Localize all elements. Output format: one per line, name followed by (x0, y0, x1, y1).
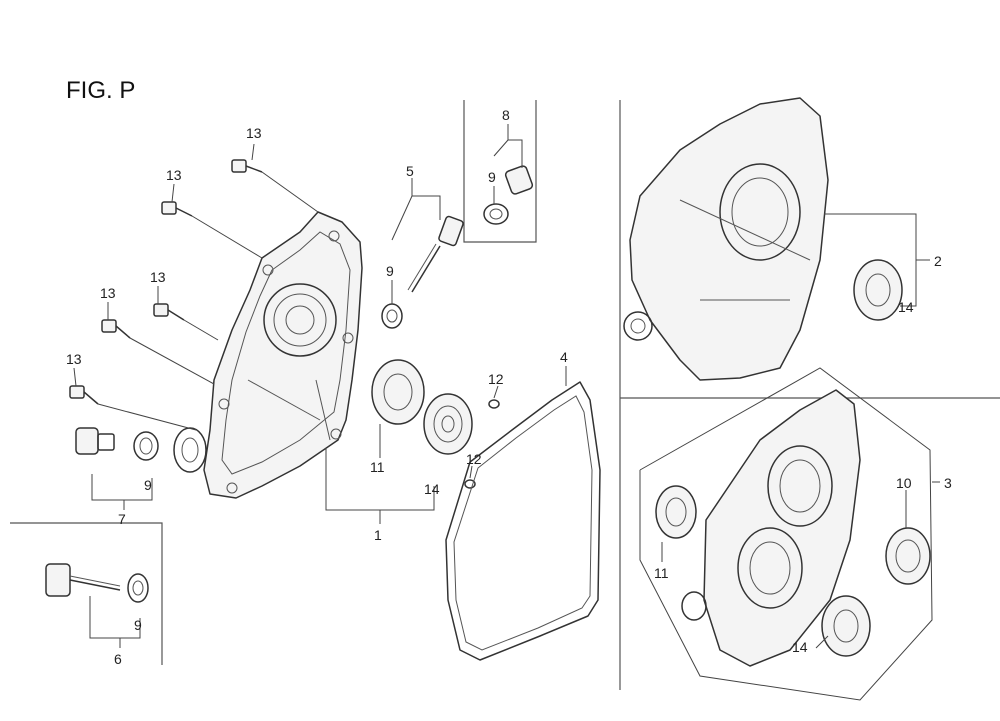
callout-11: 11 (370, 459, 385, 475)
bolt-icon (231, 159, 263, 173)
leader-lines (73, 124, 940, 649)
section-dividers (10, 100, 1000, 690)
callout-13: 13 (66, 351, 82, 367)
callout-9: 9 (488, 169, 496, 185)
callout-11: 11 (654, 565, 669, 581)
figure-title: FIG. P (66, 77, 135, 104)
crankcase-cover-main (173, 211, 363, 499)
bolt-icon (101, 319, 131, 339)
crankcase-cover-assembly-alt (639, 367, 933, 701)
drain-plug-assembly (75, 427, 159, 461)
cover-gasket (445, 381, 601, 661)
callout-2: 2 (934, 253, 942, 269)
bolt-icon (153, 303, 185, 321)
callout-12: 12 (466, 451, 482, 467)
callout-1: 1 (374, 527, 382, 543)
callout-3: 3 (944, 475, 952, 491)
alt-drain-plug (483, 165, 534, 225)
callout-13: 13 (150, 269, 166, 285)
callout-12: 12 (488, 371, 504, 387)
callout-labels: 13 13 13 13 13 5 9 8 9 9 7 9 6 11 14 1 1… (66, 107, 952, 667)
callout-9: 9 (134, 617, 142, 633)
bolt-icon (69, 385, 99, 405)
callout-13: 13 (166, 167, 182, 183)
callout-6: 6 (114, 651, 122, 667)
callout-14: 14 (424, 481, 440, 497)
callout-9: 9 (144, 477, 152, 493)
flange-bolts (69, 159, 263, 405)
callout-13: 13 (246, 125, 262, 141)
callout-5: 5 (406, 163, 414, 179)
callout-7: 7 (118, 511, 126, 527)
oil-seal-and-bearing (371, 359, 473, 455)
callout-9: 9 (386, 263, 394, 279)
callout-14: 14 (898, 299, 914, 315)
callout-4: 4 (560, 349, 568, 365)
bolt-icon (161, 201, 193, 217)
dowel-pins (464, 399, 500, 489)
oil-filler-cap (381, 215, 464, 329)
dipstick-assembly (45, 563, 149, 603)
callout-8: 8 (502, 107, 510, 123)
crankcase-cover-assembly (623, 97, 903, 381)
callout-13: 13 (100, 285, 116, 301)
callout-10: 10 (896, 475, 912, 491)
callout-14: 14 (792, 639, 808, 655)
